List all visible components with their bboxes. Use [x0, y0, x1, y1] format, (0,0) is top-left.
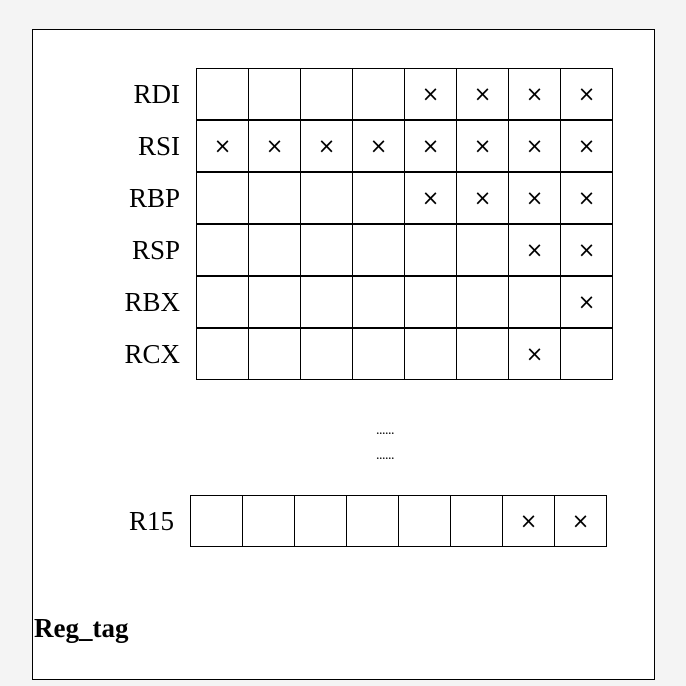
register-row-r15: ×× — [190, 495, 607, 547]
register-label-r15: R15 — [128, 506, 174, 536]
empty-cell — [249, 329, 301, 379]
empty-cell — [405, 225, 457, 275]
empty-cell — [197, 277, 249, 327]
empty-cell — [399, 496, 451, 546]
marked-cell: × — [353, 121, 405, 171]
marked-cell: × — [249, 121, 301, 171]
marked-cell: × — [503, 496, 555, 546]
empty-cell — [353, 277, 405, 327]
empty-cell — [353, 329, 405, 379]
register-label-rcx: RCX — [124, 339, 180, 369]
empty-cell — [561, 329, 613, 379]
empty-cell — [301, 225, 353, 275]
register-label-rbp: RBP — [128, 183, 180, 213]
empty-cell — [191, 496, 243, 546]
marked-cell: × — [457, 69, 509, 119]
empty-cell — [509, 277, 561, 327]
empty-cell — [405, 277, 457, 327]
diagram-title: Reg_tag — [34, 613, 129, 643]
register-label-rsp: RSP — [131, 235, 180, 265]
marked-cell: × — [509, 121, 561, 171]
ellipsis-2: ...... — [376, 448, 395, 463]
marked-cell: × — [555, 496, 607, 546]
register-label-rdi: RDI — [133, 79, 181, 109]
empty-cell — [347, 496, 399, 546]
register-row-rdi: ×××× — [196, 68, 613, 120]
empty-cell — [405, 329, 457, 379]
marked-cell: × — [509, 329, 561, 379]
empty-cell — [301, 277, 353, 327]
marked-cell: × — [301, 121, 353, 171]
empty-cell — [197, 225, 249, 275]
empty-cell — [301, 329, 353, 379]
marked-cell: × — [457, 121, 509, 171]
empty-cell — [197, 173, 249, 223]
empty-cell — [451, 496, 503, 546]
empty-cell — [249, 225, 301, 275]
reg-tag-frame — [32, 29, 655, 680]
empty-cell — [457, 225, 509, 275]
marked-cell: × — [561, 69, 613, 119]
empty-cell — [197, 329, 249, 379]
marked-cell: × — [561, 173, 613, 223]
register-row-rcx: × — [196, 328, 613, 380]
empty-cell — [301, 173, 353, 223]
marked-cell: × — [561, 277, 613, 327]
register-row-rsi: ×××××××× — [196, 120, 613, 172]
register-row-rbp: ×××× — [196, 172, 613, 224]
marked-cell: × — [405, 69, 457, 119]
empty-cell — [249, 173, 301, 223]
empty-cell — [353, 225, 405, 275]
register-row-rbx: × — [196, 276, 613, 328]
empty-cell — [301, 69, 353, 119]
marked-cell: × — [561, 225, 613, 275]
empty-cell — [243, 496, 295, 546]
marked-cell: × — [561, 121, 613, 171]
empty-cell — [295, 496, 347, 546]
marked-cell: × — [509, 69, 561, 119]
register-label-rbx: RBX — [124, 287, 180, 317]
register-row-rsp: ×× — [196, 224, 613, 276]
ellipsis-1: ...... — [376, 423, 395, 438]
marked-cell: × — [197, 121, 249, 171]
empty-cell — [353, 173, 405, 223]
empty-cell — [249, 277, 301, 327]
marked-cell: × — [405, 121, 457, 171]
marked-cell: × — [509, 173, 561, 223]
empty-cell — [249, 69, 301, 119]
marked-cell: × — [509, 225, 561, 275]
register-label-rsi: RSI — [137, 131, 180, 161]
marked-cell: × — [457, 173, 509, 223]
empty-cell — [457, 277, 509, 327]
marked-cell: × — [405, 173, 457, 223]
empty-cell — [197, 69, 249, 119]
empty-cell — [353, 69, 405, 119]
empty-cell — [457, 329, 509, 379]
